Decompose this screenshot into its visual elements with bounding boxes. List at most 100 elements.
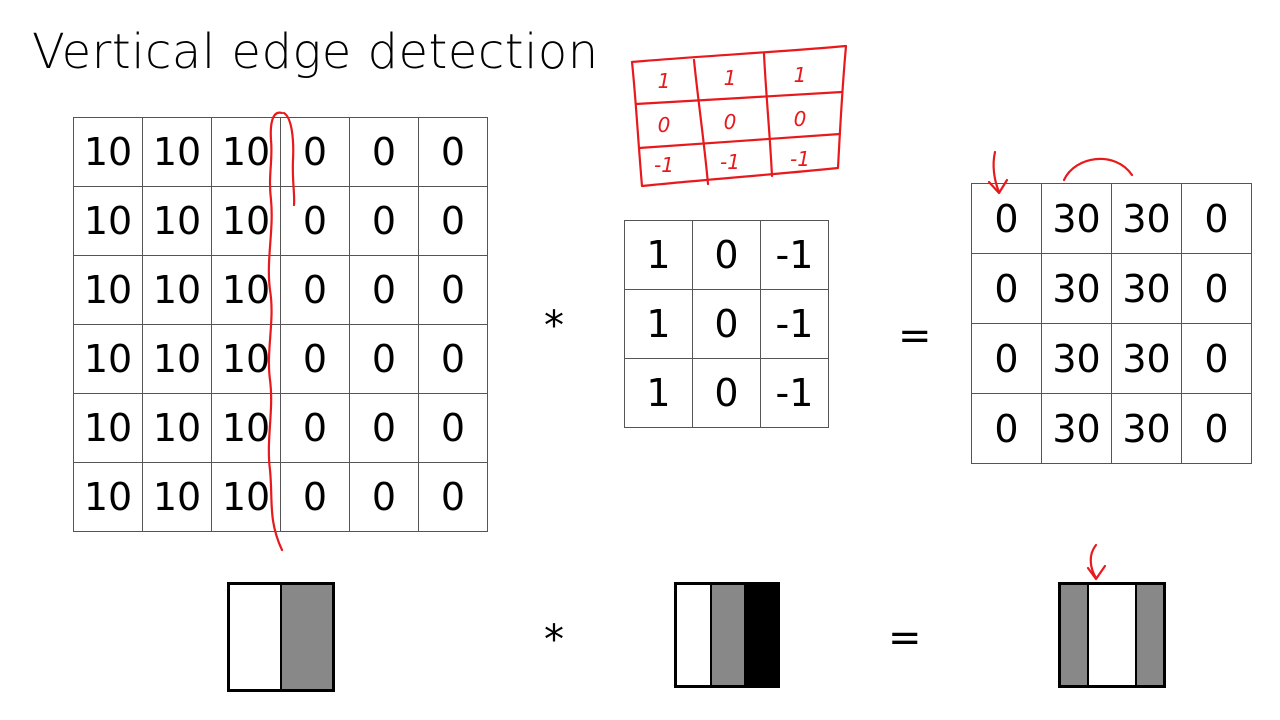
image-cell: 0 (349, 393, 419, 463)
sketch-filter-row-line (634, 90, 844, 106)
image-cell: 10 (73, 462, 143, 532)
arrow-head (1086, 564, 1107, 581)
image-cell: 0 (418, 255, 488, 325)
output-cell: 0 (1181, 183, 1252, 254)
image-cell: 10 (211, 186, 281, 256)
filter-negative-band (744, 585, 778, 685)
output-intensity-swatch (1058, 582, 1166, 688)
output-cell: 0 (971, 393, 1042, 464)
filter-intensity-swatch (674, 582, 780, 688)
convolve-operator-bottom: * (544, 617, 564, 663)
image-cell: 10 (211, 117, 281, 187)
image-cell: 0 (280, 117, 350, 187)
output-left-band (1061, 585, 1090, 685)
bright-region (230, 585, 280, 689)
filter-cell: 0 (692, 220, 761, 290)
image-cell: 10 (211, 255, 281, 325)
filter-zero-band (709, 585, 745, 685)
image-cell: 0 (280, 186, 350, 256)
sketch-filter-col-line (692, 58, 710, 186)
output-cell: 30 (1111, 393, 1182, 464)
sketch-filter-value: 1 (794, 63, 807, 87)
image-cell: 10 (73, 255, 143, 325)
sketch-filter-value: 1 (724, 66, 737, 90)
filter-positive-band (677, 585, 710, 685)
filter-cell: -1 (760, 289, 829, 359)
image-cell: 0 (418, 462, 488, 532)
slide-title: Vertical edge detection (32, 24, 599, 80)
image-cell: 10 (211, 393, 281, 463)
equals-operator-bottom: = (888, 615, 922, 661)
image-cell: 10 (211, 324, 281, 394)
output-cell: 30 (1041, 323, 1112, 394)
image-cell: 10 (73, 117, 143, 187)
image-cell: 10 (142, 255, 212, 325)
image-cell: 10 (211, 462, 281, 532)
image-cell: 0 (418, 324, 488, 394)
output-cell: 30 (1041, 393, 1112, 464)
output-cell: 30 (1111, 323, 1182, 394)
image-cell: 0 (349, 324, 419, 394)
sketch-filter-value: 1 (658, 69, 671, 93)
output-cell: 0 (971, 253, 1042, 324)
image-cell: 10 (142, 462, 212, 532)
filter-cell: 0 (692, 358, 761, 428)
sketch-filter-value: -1 (720, 150, 740, 174)
image-cell: 0 (349, 255, 419, 325)
sketch-filter-row-line (637, 132, 842, 150)
filter-cell: -1 (760, 358, 829, 428)
image-cell: 0 (418, 393, 488, 463)
filter-cell: -1 (760, 220, 829, 290)
image-cell: 10 (142, 186, 212, 256)
sketch-filter-outline (630, 44, 848, 188)
output-cell: 0 (1181, 393, 1252, 464)
sketch-filter-value: 0 (724, 110, 737, 134)
output-cell: 0 (1181, 323, 1252, 394)
filter-cell: 0 (692, 289, 761, 359)
arrow-icon (1089, 543, 1098, 580)
image-cell: 0 (349, 186, 419, 256)
sketch-filter-col-line (762, 52, 774, 178)
image-cell: 10 (73, 324, 143, 394)
image-cell: 0 (418, 117, 488, 187)
image-intensity-swatch (227, 582, 335, 692)
filter-cell: 1 (624, 220, 693, 290)
sketch-filter-value: 0 (794, 107, 807, 131)
brace-annotation (1062, 157, 1134, 182)
filter-cell: 1 (624, 289, 693, 359)
output-cell: 30 (1041, 253, 1112, 324)
image-cell: 0 (280, 393, 350, 463)
image-cell: 0 (280, 324, 350, 394)
sketch-filter-value: -1 (654, 153, 674, 177)
output-cell: 30 (1041, 183, 1112, 254)
dark-region (280, 585, 332, 689)
output-cell: 0 (1181, 253, 1252, 324)
image-cell: 10 (73, 186, 143, 256)
sketch-filter-value: -1 (790, 147, 810, 171)
image-cell: 0 (280, 462, 350, 532)
image-cell: 0 (349, 462, 419, 532)
output-edge-band (1089, 585, 1135, 685)
filter-cell: 1 (624, 358, 693, 428)
image-cell: 0 (349, 117, 419, 187)
convolve-operator: * (544, 303, 564, 349)
output-cell: 30 (1111, 253, 1182, 324)
image-cell: 10 (73, 393, 143, 463)
equals-operator: = (898, 313, 932, 359)
image-cell: 10 (142, 117, 212, 187)
